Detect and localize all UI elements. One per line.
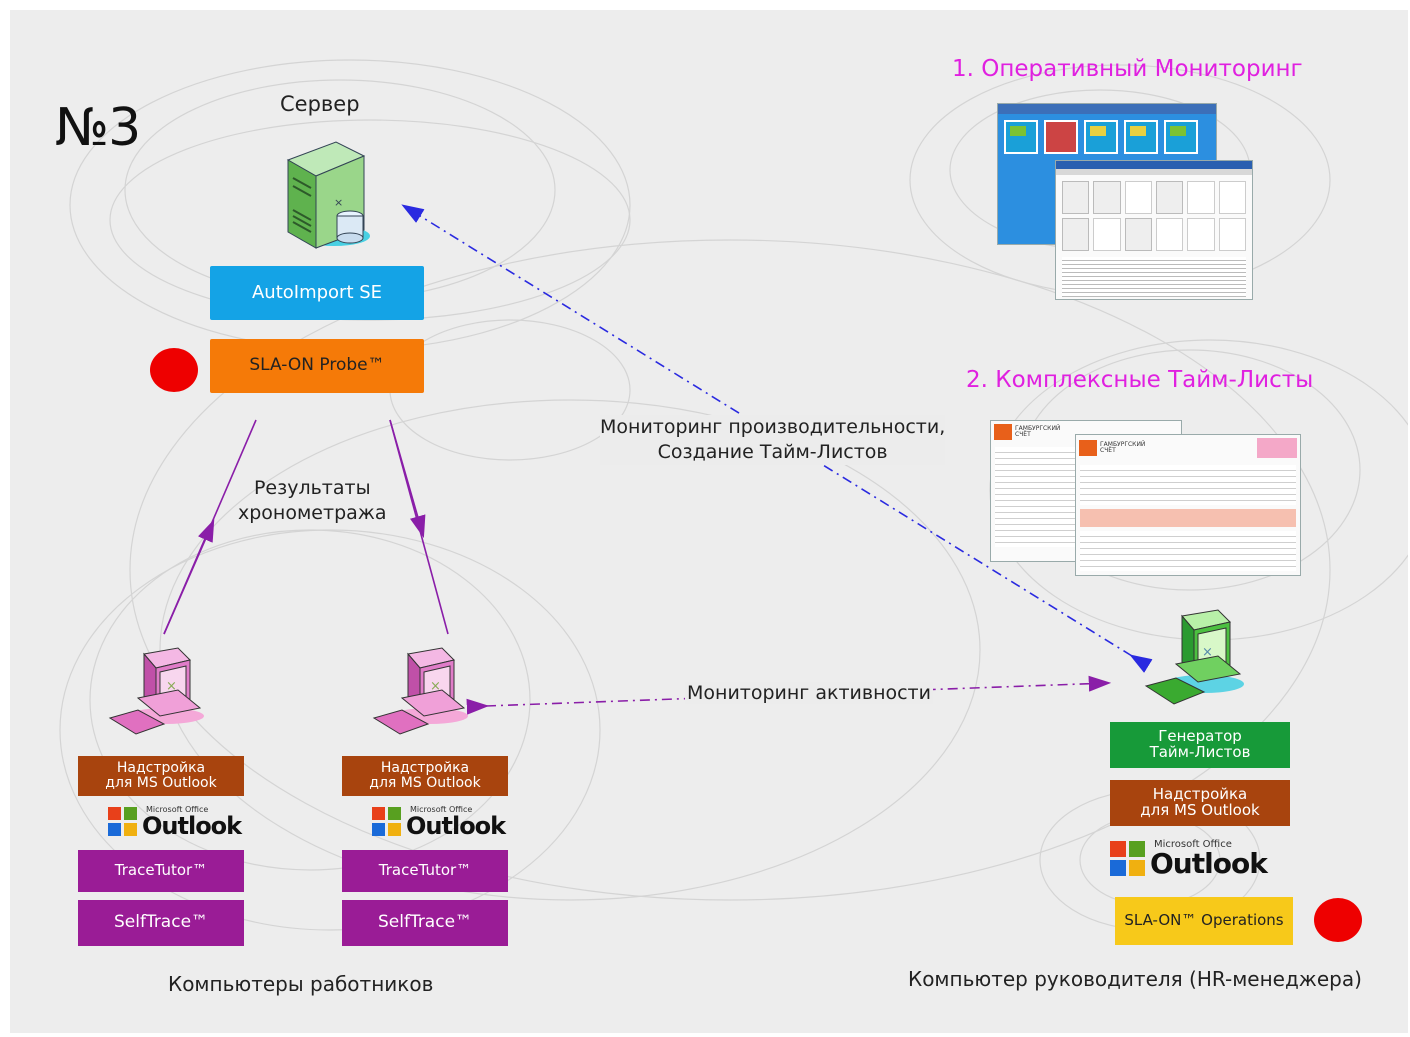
- monitoring-screenshot-2: [1055, 160, 1253, 300]
- outlook-icon: [1110, 841, 1146, 877]
- worker1-selftrace-box: SelfTrace™: [78, 900, 244, 946]
- diagram-number: №3: [55, 98, 141, 158]
- generator-line1: Генератор: [1158, 727, 1242, 746]
- outlook-icon: [372, 807, 402, 837]
- worker2-addin-line2: для MS Outlook: [369, 775, 481, 791]
- section2-title: 2. Комплексные Тайм-Листы: [966, 367, 1314, 393]
- server-label: Сервер: [280, 92, 360, 116]
- workers-caption: Компьютеры работников: [168, 972, 434, 996]
- perf-label-line2: Создание Тайм-Листов: [657, 441, 888, 463]
- ts2-brand-line1: ГАМБУРГСКИЙ: [1100, 441, 1146, 448]
- operations-box: SLA-ON™ Operations: [1115, 897, 1293, 945]
- perf-label: Мониторинг производительности, Создание …: [600, 415, 946, 465]
- server-icon: ×: [286, 141, 370, 249]
- outlook-small-text: Microsoft Office: [1154, 839, 1232, 850]
- manager-addin-line1: Надстройка: [1152, 785, 1248, 804]
- probe-box: SLA-ON Probe™: [210, 339, 424, 393]
- worker2-selftrace-box: SelfTrace™: [342, 900, 508, 946]
- section1-title: 1. Оперативный Мониторинг: [952, 56, 1303, 82]
- outlook-icon: [108, 807, 138, 837]
- probe-red-dot: [150, 348, 198, 392]
- ts1-brand-line2: СЧЁТ: [1015, 431, 1031, 438]
- activity-label: Мониторинг активности: [685, 682, 933, 704]
- results-label: Результаты хронометража: [238, 476, 387, 526]
- worker1-tracetutor-box: TraceTutor™: [78, 850, 244, 892]
- outlook-small-text: Microsoft Office: [146, 805, 209, 814]
- operations-red-dot: [1314, 898, 1362, 942]
- worker1-addin-line1: Надстройка: [116, 760, 206, 777]
- diagram-canvas: №3 Сервер × AutoImport SE SLA-ON Probe™ …: [10, 10, 1408, 1033]
- outlook-big-text: Outlook: [406, 812, 506, 840]
- svg-text:×: ×: [1202, 645, 1213, 660]
- results-label-line1: Результаты: [253, 477, 371, 499]
- svg-text:×: ×: [430, 679, 441, 694]
- worker-computer-1-icon: ×: [108, 647, 204, 735]
- manager-caption: Компьютер руководителя (HR-менеджера): [908, 967, 1362, 991]
- worker2-addin-line1: Надстройка: [380, 760, 470, 777]
- svg-text:×: ×: [166, 679, 177, 694]
- outlook-small-text: Microsoft Office: [410, 805, 473, 814]
- ts2-brand-line2: СЧЁТ: [1100, 447, 1116, 454]
- outlook-big-text: Outlook: [142, 812, 242, 840]
- generator-line2: Тайм-Листов: [1149, 743, 1251, 761]
- manager-addin-line2: для MS Outlook: [1140, 801, 1260, 819]
- ts1-brand-line1: ГАМБУРГСКИЙ: [1015, 425, 1061, 432]
- svg-text:×: ×: [334, 196, 343, 209]
- results-label-line2: хронометража: [238, 502, 387, 524]
- worker1-addin-line2: для MS Outlook: [105, 775, 217, 791]
- manager-computer-icon: ×: [1144, 609, 1244, 705]
- perf-label-line1: Мониторинг производительности,: [600, 416, 946, 438]
- outlook-big-text: Outlook: [1150, 847, 1268, 880]
- worker2-tracetutor-box: TraceTutor™: [342, 850, 508, 892]
- worker-computer-2-icon: ×: [372, 647, 468, 735]
- autoimport-box: AutoImport SE: [210, 266, 424, 320]
